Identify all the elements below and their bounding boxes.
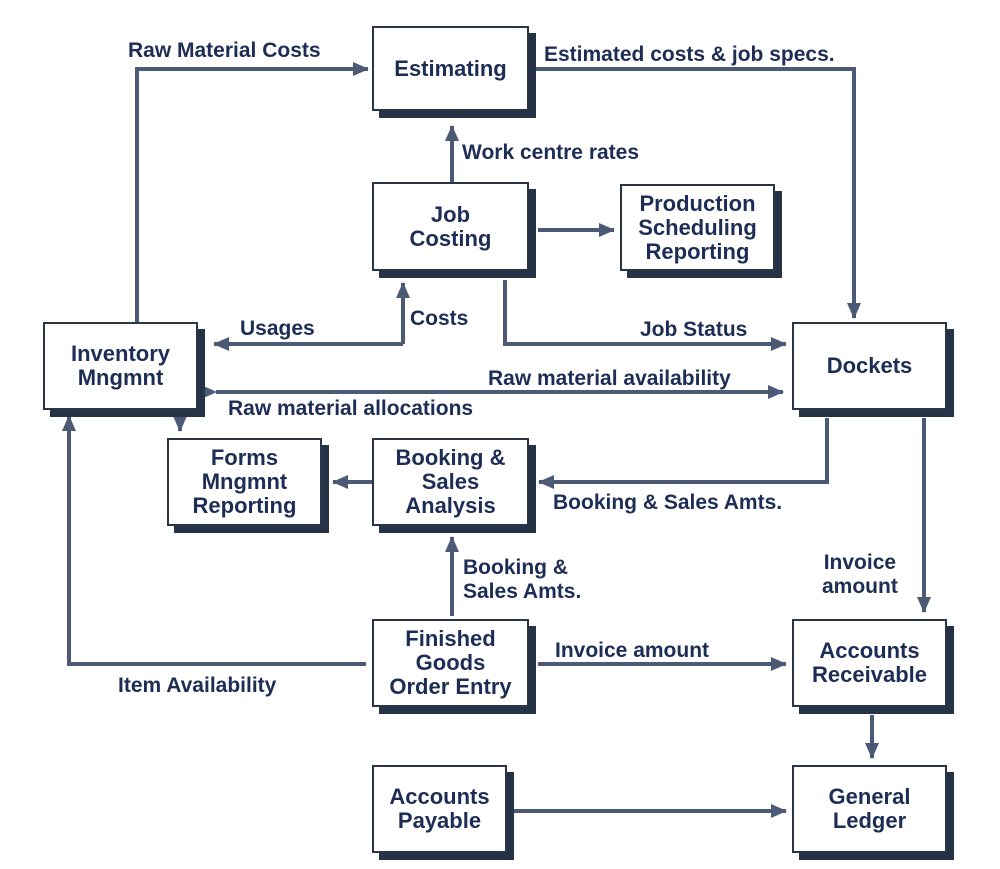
edge-label-work-centre-rates: Work centre rates xyxy=(462,141,640,164)
inventory-label: Inventory Mngmnt xyxy=(70,341,171,390)
arrow-item-availability xyxy=(62,415,366,666)
arrow-jobcosting-to-dockets xyxy=(503,280,787,351)
arrow-inventory-to-estimating xyxy=(135,62,369,322)
finished-goods-box: Finished Goods Order Entry xyxy=(372,619,529,707)
edge-label-raw-material-availability: Raw material availability xyxy=(488,367,731,390)
edge-label-invoice-amount-dockets: Invoice amount xyxy=(822,551,898,598)
accounts-receivable-box: Accounts Receivable xyxy=(792,619,947,707)
job-costing-label: Job Costing xyxy=(409,201,492,251)
booking-label: Booking & Sales Analysis xyxy=(395,445,506,518)
arrow-dockets-to-booking xyxy=(538,418,829,489)
dockets-box: Dockets xyxy=(792,322,947,410)
edge-label-booking-sales-amts-dockets: Booking & Sales Amts. xyxy=(553,491,783,514)
general-ledger-box: General Ledger xyxy=(792,765,947,853)
edge-label-raw-material-costs: Raw Material Costs xyxy=(128,39,321,62)
accounts-receivable-label: Accounts Receivable xyxy=(812,638,927,687)
accounts-payable-box: Accounts Payable xyxy=(372,765,507,853)
production-label: Production Scheduling Reporting xyxy=(638,190,757,264)
edge-label-booking-sales-amts-fg: Booking & Sales Amts. xyxy=(463,556,582,603)
edge-label-item-availability: Item Availability xyxy=(118,674,277,697)
booking-box: Booking & Sales Analysis xyxy=(372,438,529,526)
arrow-estimating-to-dockets xyxy=(533,67,861,319)
finished-goods-label: Finished Goods Order Entry xyxy=(389,626,512,699)
inventory-box: Inventory Mngmnt xyxy=(43,322,198,410)
forms-box: Forms Mngmnt Reporting xyxy=(167,438,322,526)
edge-label-usages: Usages xyxy=(240,317,315,340)
production-box: Production Scheduling Reporting xyxy=(620,184,775,271)
edge-label-raw-material-allocations: Raw material allocations xyxy=(228,397,474,420)
general-ledger-label: General Ledger xyxy=(828,784,911,833)
estimating-label: Estimating xyxy=(394,55,507,81)
edge-label-invoice-amount-fg: Invoice amount xyxy=(555,639,710,662)
edge-label-costs: Costs xyxy=(410,307,469,330)
edge-label-job-status: Job Status xyxy=(640,318,748,341)
dockets-label: Dockets xyxy=(826,353,913,378)
job-costing-box: Job Costing xyxy=(372,182,529,271)
accounts-payable-label: Accounts Payable xyxy=(389,784,490,833)
estimating-box: Estimating xyxy=(372,26,529,111)
forms-label: Forms Mngmnt Reporting xyxy=(192,445,297,518)
edge-label-estimated-costs: Estimated costs & job specs. xyxy=(544,43,835,66)
